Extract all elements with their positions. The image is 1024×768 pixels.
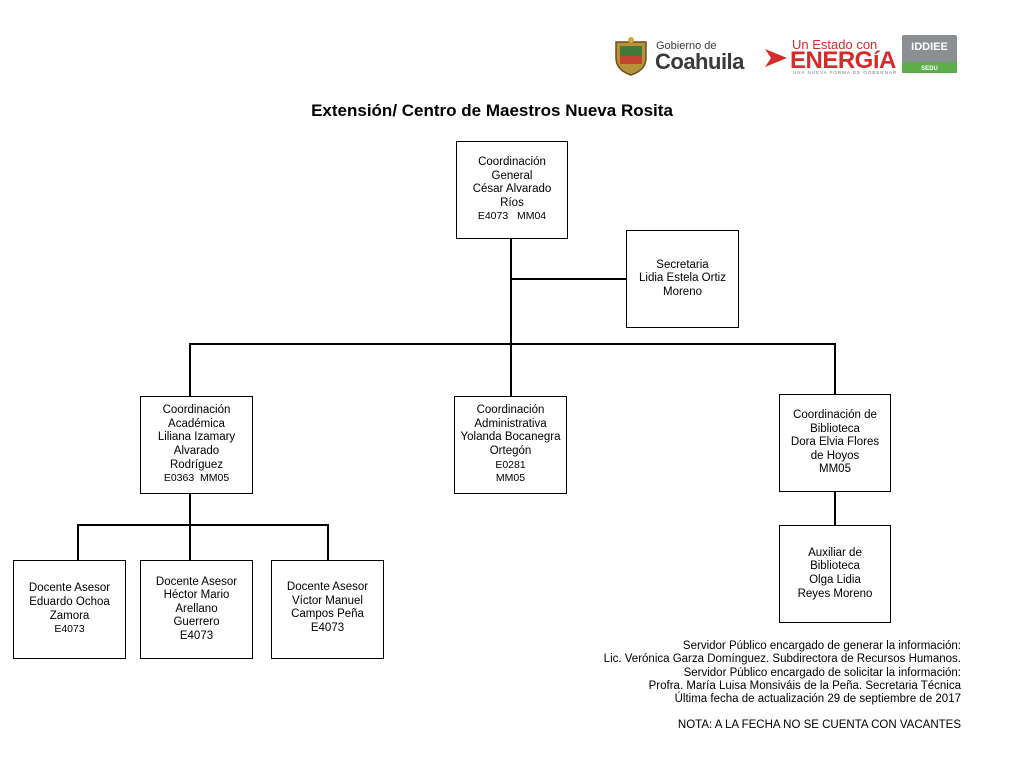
box-line: Administrativa <box>474 417 547 430</box>
box-line: Coordinación de <box>793 409 877 422</box>
footer-info: Servidor Público encargado de generar la… <box>604 640 961 733</box>
box-line: Liliana Izamary <box>157 431 236 444</box>
connector-line <box>510 238 512 396</box>
footer-line: Profra. María Luisa Monsiváis de la Peña… <box>648 679 961 692</box>
iddiee-logo-text: IDDIEE <box>911 41 948 53</box>
box-line: Biblioteca <box>810 560 860 573</box>
box-line: Rodríguez <box>169 458 224 471</box>
box-line: Moreno <box>663 285 702 298</box>
connector-line <box>189 493 191 525</box>
connector-line <box>77 524 79 561</box>
box-line: Lidia Estela Ortiz <box>639 272 726 285</box>
connector-line <box>189 343 835 345</box>
box-line: Coordinación <box>476 404 545 417</box>
auxiliar-biblioteca-box: Auxiliar de Biblioteca Olga Lidia Reyes … <box>779 525 891 623</box>
box-line: Ríos <box>500 196 524 209</box>
box-code: E4073 MM04 <box>477 210 547 223</box>
docente-asesor-3-box: Docente Asesor Víctor Manuel Campos Peña… <box>271 560 384 659</box>
energia-logo-top-text: Un Estado con <box>792 37 878 52</box>
box-line: Guerrero <box>173 616 220 629</box>
box-line: Yolanda Bocanegra <box>460 431 561 444</box>
box-code: E0363 MM05 <box>163 472 230 485</box>
coahuila-shield-icon <box>615 37 647 76</box>
box-line: Héctor Mario <box>163 589 230 602</box>
connector-line <box>189 343 191 397</box>
box-line: Víctor Manuel <box>292 594 363 607</box>
coordinacion-academica-box: Coordinación Académica Liliana Izamary A… <box>140 396 253 494</box>
box-line: de Hoyos <box>810 449 860 462</box>
box-line: Olga Lidia <box>809 574 861 586</box>
footer-line: Última fecha de actualización 29 de sept… <box>674 693 961 706</box>
box-line: Zamora <box>49 609 90 622</box>
box-line: César Alvarado <box>472 183 552 196</box>
box-line: Auxiliar de <box>808 546 862 559</box>
box-line: Académica <box>168 417 225 430</box>
coordinacion-administrativa-box: Coordinación Administrativa Yolanda Boca… <box>454 396 567 494</box>
box-line: Alvarado <box>173 445 220 457</box>
coordinacion-biblioteca-box: Coordinación de Biblioteca Dora Elvia Fl… <box>779 394 891 492</box>
box-line: Docente Asesor <box>28 582 111 595</box>
coahuila-logo-small-text: Gobierno de <box>656 40 717 52</box>
box-line: Biblioteca <box>810 422 860 435</box>
sedu-bar <box>902 62 957 73</box>
page-title: Extensión/ Centro de Maestros Nueva Rosi… <box>311 101 673 120</box>
box-code: E0281 <box>495 458 526 471</box>
energia-arrow-icon <box>765 49 787 67</box>
box-line: Ortegón <box>489 445 532 457</box>
box-line: Reyes Moreno <box>797 587 873 600</box>
box-line: E4073 <box>310 621 345 634</box>
sedu-logo-text: SEDU <box>921 66 938 72</box>
connector-line <box>189 524 191 561</box>
energia-logo-text: ENERGíA <box>790 47 896 74</box>
box-line: Secretaria <box>656 258 709 271</box>
box-code: E4073 <box>54 623 85 636</box>
footer-line: Servidor Público encargado de generar la… <box>682 640 961 652</box>
iddiee-logo: IDDIEE SEDU <box>902 35 957 73</box>
box-code: MM05 <box>495 472 526 485</box>
footer-gap <box>604 706 961 719</box>
connector-line <box>327 524 329 561</box>
box-line: Docente Asesor <box>286 581 369 593</box>
connector-line <box>77 524 328 526</box>
docente-asesor-1-box: Docente Asesor Eduardo Ochoa Zamora E407… <box>13 560 126 659</box>
box-line: Arellano <box>175 602 218 615</box>
footer-line: Lic. Verónica Garza Domínguez. Subdirect… <box>603 653 961 666</box>
energia-tagline: UNA NUEVA FORMA DE GOBERNAR <box>793 70 898 75</box>
secretaria-box: Secretaria Lidia Estela Ortiz Moreno <box>626 230 739 328</box>
box-line: Campos Peña <box>291 608 364 621</box>
connector-line <box>834 491 836 526</box>
box-line: Coordinación <box>162 404 231 417</box>
box-line: Dora Elvia Flores <box>790 436 880 449</box>
footer-nota: NOTA: A LA FECHA NO SE CUENTA CON VACANT… <box>677 719 961 732</box>
footer-line: Servidor Público encargado de solicitar … <box>683 666 961 679</box>
coahuila-logo-text: Coahuila <box>655 49 744 74</box>
box-line: MM05 <box>819 463 851 476</box>
coordinacion-general-box: Coordinación General César Alvarado Ríos… <box>456 141 568 239</box>
box-line: Docente Asesor <box>155 575 238 588</box>
connector-line <box>834 343 836 395</box>
box-line: Eduardo Ochoa <box>29 595 110 608</box>
box-line: Coordinación <box>478 156 546 169</box>
connector-line <box>511 278 627 280</box>
docente-asesor-2-box: Docente Asesor Héctor Mario Arellano Gue… <box>140 560 253 659</box>
box-line: E4073 <box>179 629 214 642</box>
box-line: General <box>491 169 533 182</box>
